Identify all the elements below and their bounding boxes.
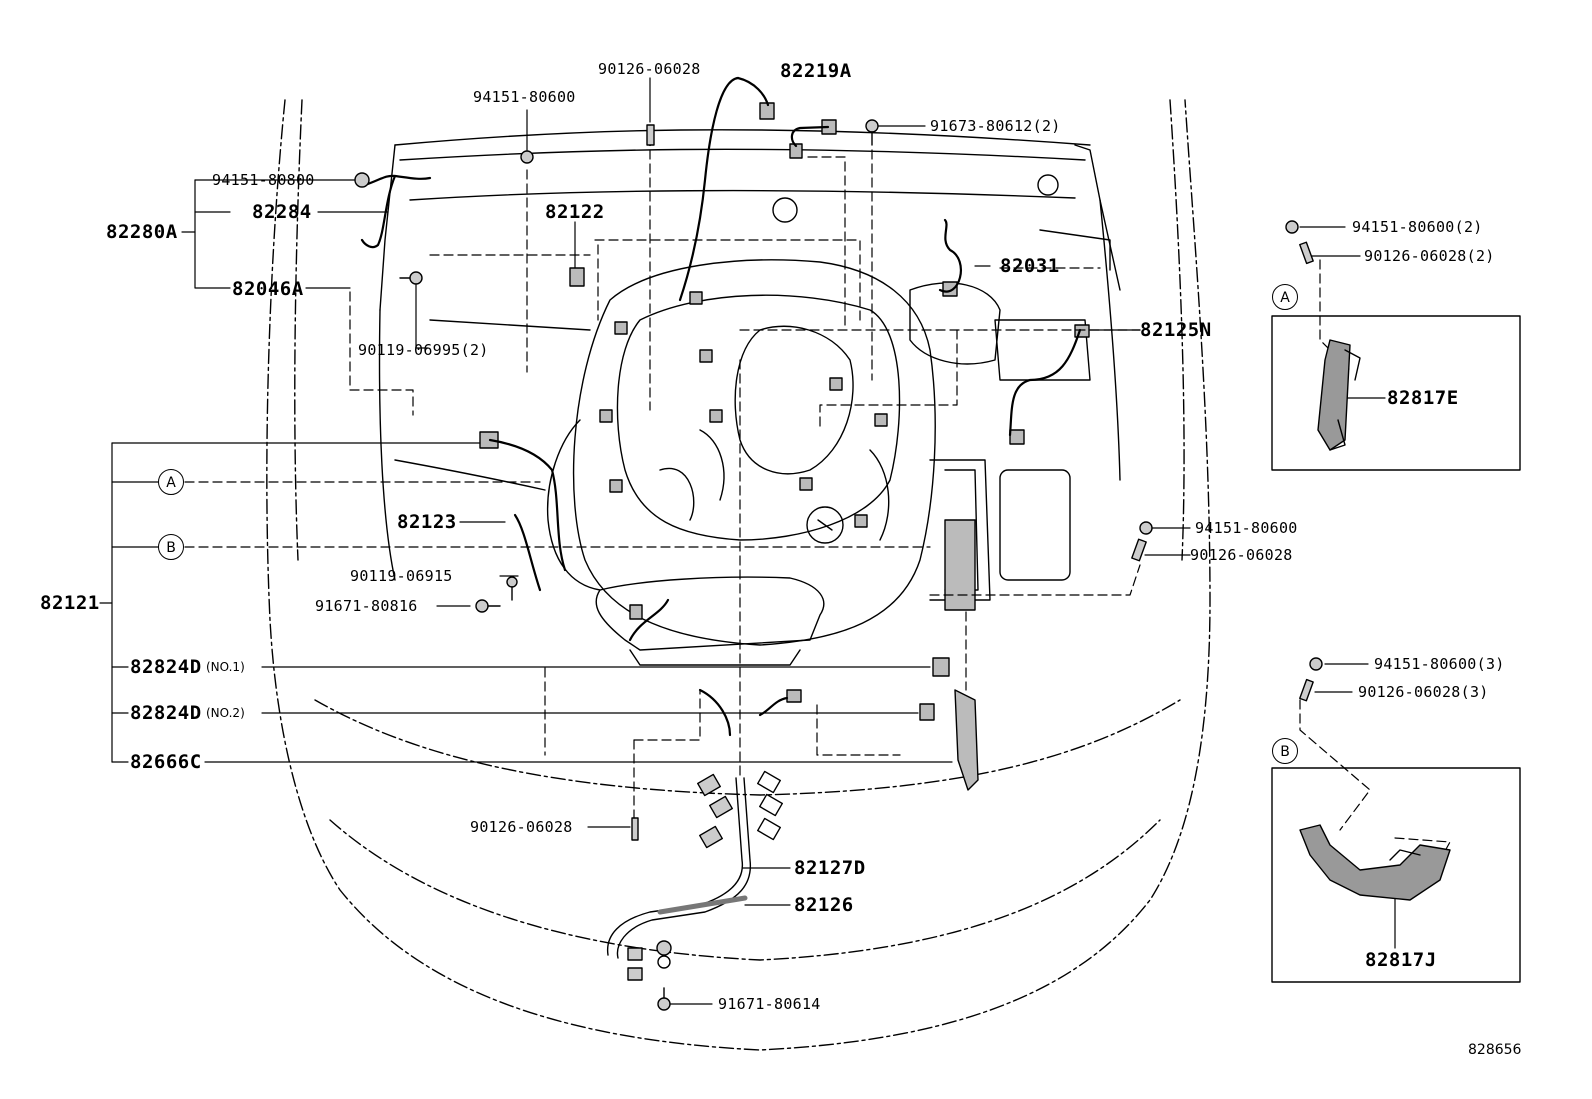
part-label-90119-06995: 90119-06995(2) [358,341,489,359]
part-label-90126-06028-mid: 90126-06028 [1190,546,1293,564]
part-label-91671-80816: 91671-80816 [315,597,418,615]
inset-a-callout: A [1272,284,1298,310]
wire-harness [360,76,1082,737]
part-label-82123: 82123 [397,511,457,533]
fasteners [354,119,1153,1011]
solid-leaders [99,77,1396,1005]
part-label-82031: 82031 [1000,255,1060,277]
part-label-94151-80600-mid: 94151-80600 [1195,519,1298,537]
part-label-91673-80612: 91673-80612(2) [930,117,1061,135]
inset-a-frame [1271,220,1521,471]
part-label-82125n: 82125N [1140,319,1212,341]
part-label-94151-80600-top: 94151-80600 [473,88,576,106]
part-label-82284: 82284 [252,201,312,223]
cowl-outline [378,129,1121,581]
inset-a-label-82817e: 82817E [1387,387,1459,409]
part-label-82127d: 82127D [794,857,866,879]
part-label-82126: 82126 [794,894,854,916]
callout-b: B [158,534,184,560]
inset-b-label-90126-06028: 90126-06028(3) [1358,683,1489,701]
part-label-90126-06028-bottom: 90126-06028 [470,818,573,836]
part-label-91671-80614: 91671-80614 [718,995,821,1013]
inset-b-label-82817j: 82817J [1365,949,1437,971]
part-label-82122: 82122 [545,201,605,223]
part-label-82824d-no1: 82824D [130,656,202,678]
inset-b-callout: B [1272,738,1298,764]
part-note-82824d-no1: (NO.1) [206,660,245,674]
inset-b-frame [1271,657,1521,983]
figure-code: 828656 [1468,1042,1522,1058]
part-label-82280a: 82280A [106,221,178,243]
inset-b-label-94151-80600: 94151-80600(3) [1374,655,1505,673]
part-label-82824d-no2: 82824D [130,702,202,724]
part-label-94151-80800: 94151-80800 [212,171,315,189]
part-label-90126-06028-top: 90126-06028 [598,60,701,78]
part-label-90119-06915: 90119-06915 [350,567,453,585]
part-note-82824d-no2: (NO.2) [206,706,245,720]
part-label-82666c: 82666C [130,751,202,773]
part-label-82121: 82121 [40,592,100,614]
callout-a: A [158,469,184,495]
bottom-harness [606,770,783,981]
dashed-leaders [184,149,1451,861]
engine-assembly [394,259,1091,666]
connector-blocks [479,102,1090,791]
part-label-82046a: 82046A [232,278,304,300]
part-label-82219a: 82219A [780,60,852,82]
inset-a-label-94151-80600: 94151-80600(2) [1352,218,1483,236]
vehicle-body-outline [266,99,1211,1051]
inset-a-label-90126-06028: 90126-06028(2) [1364,247,1495,265]
